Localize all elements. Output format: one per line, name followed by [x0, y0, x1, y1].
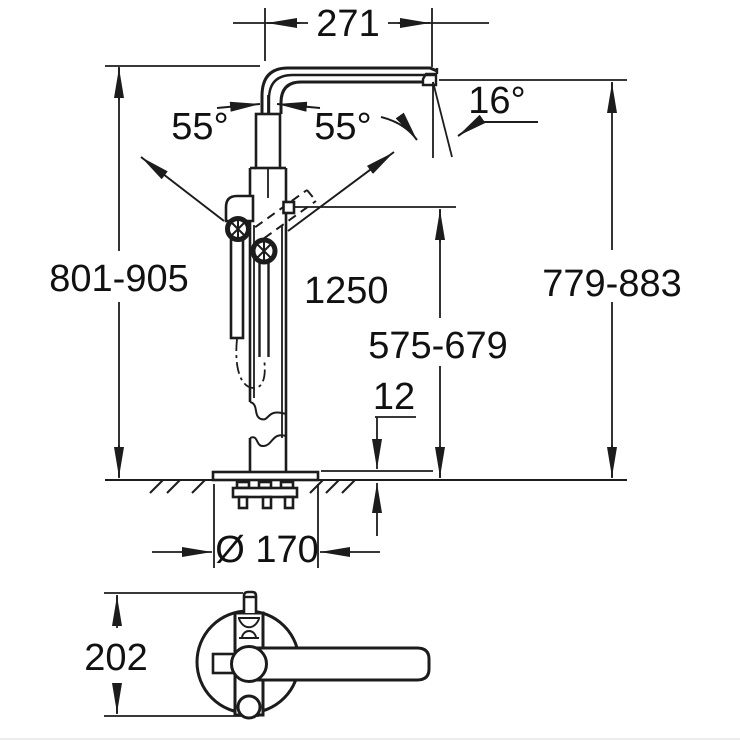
arrow-55-apex-right	[276, 101, 321, 112]
dimension-lines-front	[105, 8, 627, 568]
mounting-hardware	[231, 480, 299, 510]
spout-aerator	[421, 72, 438, 87]
base-plate	[211, 470, 320, 482]
ball-joint-hose	[250, 237, 278, 265]
side-knob	[282, 200, 296, 215]
dim-label-depth: 202	[84, 637, 147, 679]
dim-label-swivel-right: 55°	[314, 106, 371, 148]
dim-label-spout-reach: 271	[316, 3, 379, 45]
dim-label-plate-height: 12	[373, 376, 415, 418]
dim-label-hose-length: 1250	[304, 270, 389, 312]
break-line-lower	[249, 434, 287, 447]
hose-mask	[260, 262, 268, 357]
holder-top-view	[238, 617, 260, 639]
spout-outline-top	[260, 66, 438, 118]
spout-outline-bottom	[279, 80, 422, 114]
hand-shower-top-view	[242, 590, 258, 613]
hand-shower-ghost-position	[242, 189, 317, 248]
hose-loop-phantom	[235, 338, 266, 389]
faucet-front-view	[211, 66, 439, 510]
arrow-55-apex-left	[216, 101, 261, 112]
drain-knob-top-view	[236, 694, 262, 720]
faucet-top-view	[104, 590, 431, 720]
dim-label-holder-height: 575-679	[368, 325, 507, 367]
dim-label-overall-height: 801-905	[49, 258, 188, 300]
break-line-upper	[249, 401, 287, 421]
dimension-labels: 271 55° 55° 16° 801-905 1250 575-679 779…	[49, 3, 681, 679]
dim-label-outlet-height: 779-883	[542, 263, 681, 305]
hand-shower-holder	[224, 194, 255, 223]
dim-label-base-diameter: Ø 170	[215, 529, 319, 571]
dim-label-swivel-left: 55°	[171, 106, 228, 148]
ball-joint-holder	[225, 216, 251, 242]
tilt-slant-line	[432, 81, 453, 158]
lever-hub-top-view	[230, 645, 268, 683]
swing-line-left	[140, 156, 225, 222]
swing-line-right	[287, 151, 395, 232]
column-riser	[254, 112, 282, 170]
angle-indicators	[140, 81, 538, 248]
leader-16	[457, 114, 538, 137]
dim-label-spout-tilt: 16°	[468, 80, 525, 122]
floor-hatching	[149, 479, 356, 494]
swivel-arc	[380, 112, 418, 141]
hand-shower-wand	[229, 237, 245, 340]
spout-inner-line	[267, 73, 436, 118]
lever-handle-top-view	[253, 646, 431, 682]
